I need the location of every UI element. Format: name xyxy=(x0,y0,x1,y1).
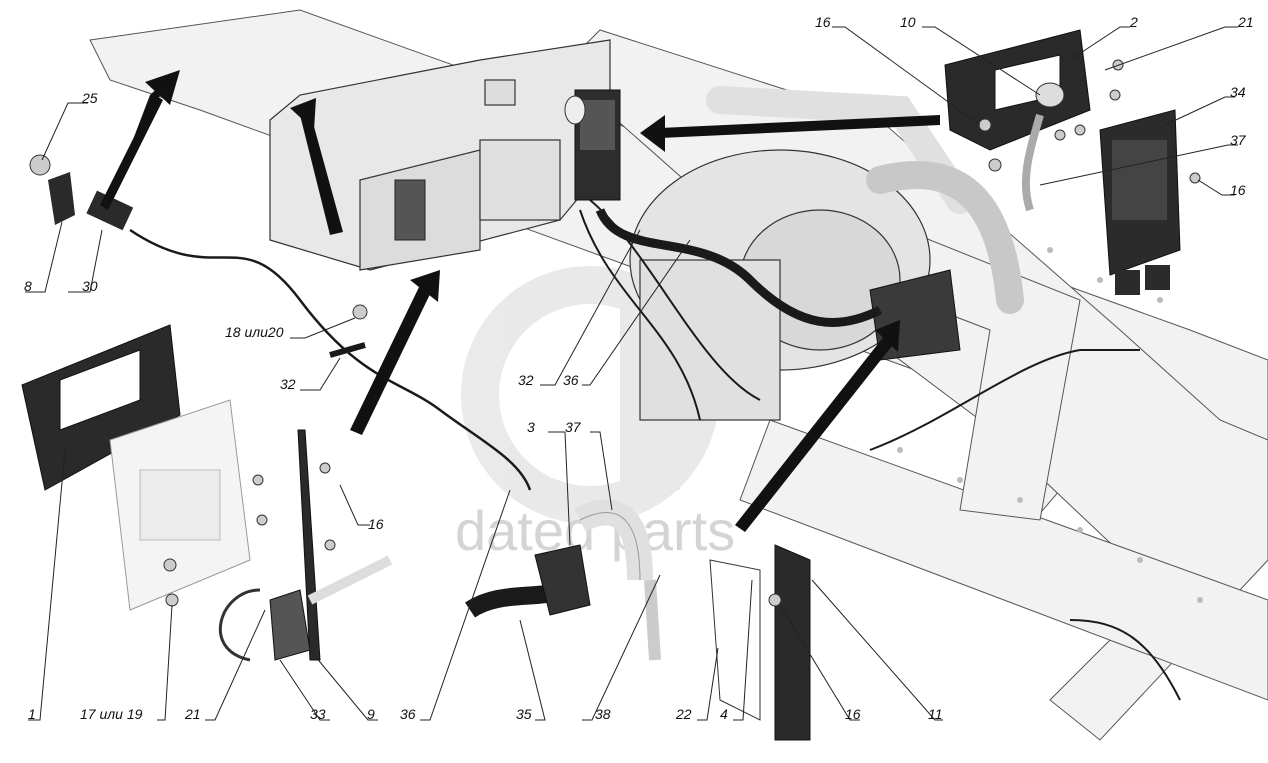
callout-35: 35 xyxy=(516,706,532,722)
callout-17-19: 17 или 19 xyxy=(80,706,143,722)
ecu-module-34 xyxy=(1099,109,1181,295)
callout-8: 8 xyxy=(24,278,32,294)
bracket-1 xyxy=(21,324,181,491)
callout-16-left: 16 xyxy=(368,516,384,532)
installed-ecu xyxy=(564,89,621,201)
frame-harness xyxy=(869,349,1140,451)
callout-3: 3 xyxy=(527,419,535,435)
callout-30: 30 xyxy=(82,278,98,294)
callout-1: 1 xyxy=(28,706,36,722)
harness-wire-a xyxy=(589,199,761,401)
callout-10: 10 xyxy=(900,14,916,30)
callout-22: 22 xyxy=(675,706,692,722)
callout-9: 9 xyxy=(367,706,375,722)
harness-wire-b xyxy=(579,209,701,421)
callout-16-top: 16 xyxy=(815,14,831,30)
cable-37-top xyxy=(1021,113,1044,212)
callout-18-20: 18 или20 xyxy=(225,324,284,340)
sensor-30 xyxy=(29,154,134,231)
callout-11: 11 xyxy=(928,706,943,722)
clamp-32 xyxy=(329,342,366,358)
connector-detail xyxy=(465,499,661,661)
callout-16-right: 16 xyxy=(1230,182,1246,198)
callout-33: 33 xyxy=(310,706,326,722)
callouts: 25 8 30 18 или20 32 1 17 или 19 21 33 9 … xyxy=(24,14,1254,722)
bolts-16-top xyxy=(978,59,1201,184)
callout-32-center: 32 xyxy=(518,372,534,388)
arrows xyxy=(100,70,940,532)
callout-34: 34 xyxy=(1230,84,1246,100)
callout-2: 2 xyxy=(1129,14,1138,30)
leader-lines xyxy=(25,26,1238,721)
exhaust-pipes xyxy=(706,86,1024,314)
callout-21-left: 21 xyxy=(184,706,201,722)
callout-25: 25 xyxy=(81,90,98,106)
frame-holes xyxy=(897,247,1203,603)
bolts-17-19 xyxy=(163,462,336,607)
bolt-18-20 xyxy=(352,304,368,320)
rear-harness xyxy=(1069,619,1181,701)
battery-box xyxy=(269,39,611,271)
callout-36-bottom: 36 xyxy=(400,706,416,722)
bracket-4 xyxy=(709,559,761,721)
main-harness-cable xyxy=(595,208,883,327)
callout-36-center: 36 xyxy=(563,372,579,388)
callout-21-top: 21 xyxy=(1237,14,1254,30)
bracket-11 xyxy=(774,544,811,741)
callout-38: 38 xyxy=(595,706,611,722)
callout-4: 4 xyxy=(720,706,728,722)
bolt-16-lower xyxy=(768,593,782,607)
callout-37-center: 37 xyxy=(565,419,582,435)
ecu-module-left xyxy=(109,399,251,611)
cable-36 xyxy=(129,228,532,491)
callout-32-left: 32 xyxy=(280,376,296,392)
callout-37-right: 37 xyxy=(1230,132,1247,148)
callout-16-bottom: 16 xyxy=(845,706,861,722)
